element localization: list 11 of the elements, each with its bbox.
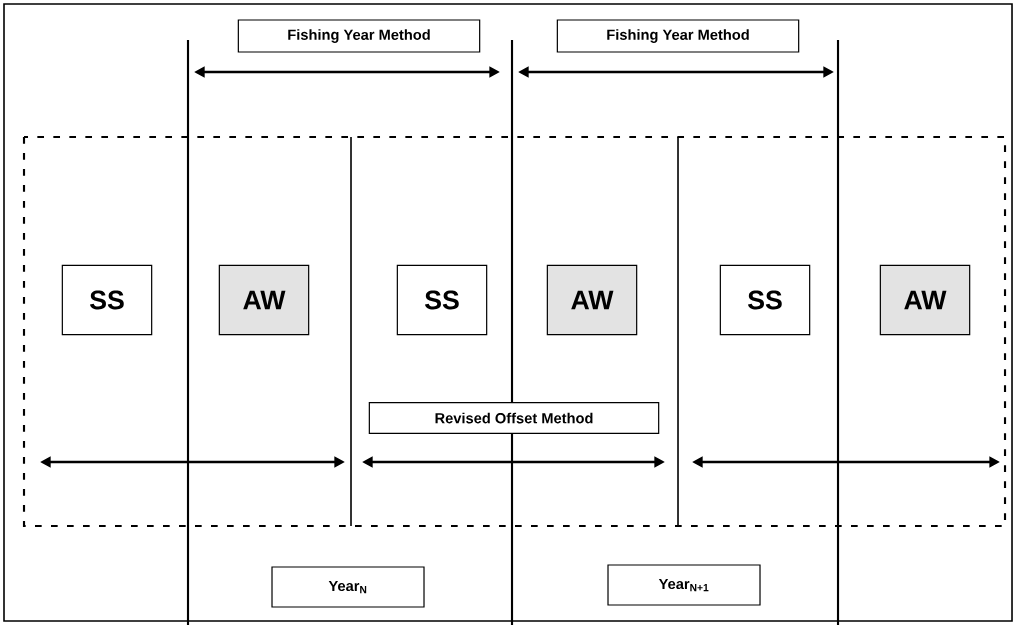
season-box: AW: [879, 264, 971, 336]
season-box: SS: [61, 264, 153, 336]
season-box: SS: [396, 264, 488, 336]
season-box: SS: [719, 264, 811, 336]
season-box: AW: [546, 264, 638, 336]
label-box: Revised Offset Method: [368, 402, 660, 434]
label-box: Fishing Year Method: [237, 19, 481, 53]
year-box: Year$_{N+1}$: [607, 564, 761, 606]
season-box: AW: [218, 264, 310, 336]
label-box: Fishing Year Method: [556, 19, 800, 53]
year-box: Year$_{N}$: [271, 566, 425, 608]
